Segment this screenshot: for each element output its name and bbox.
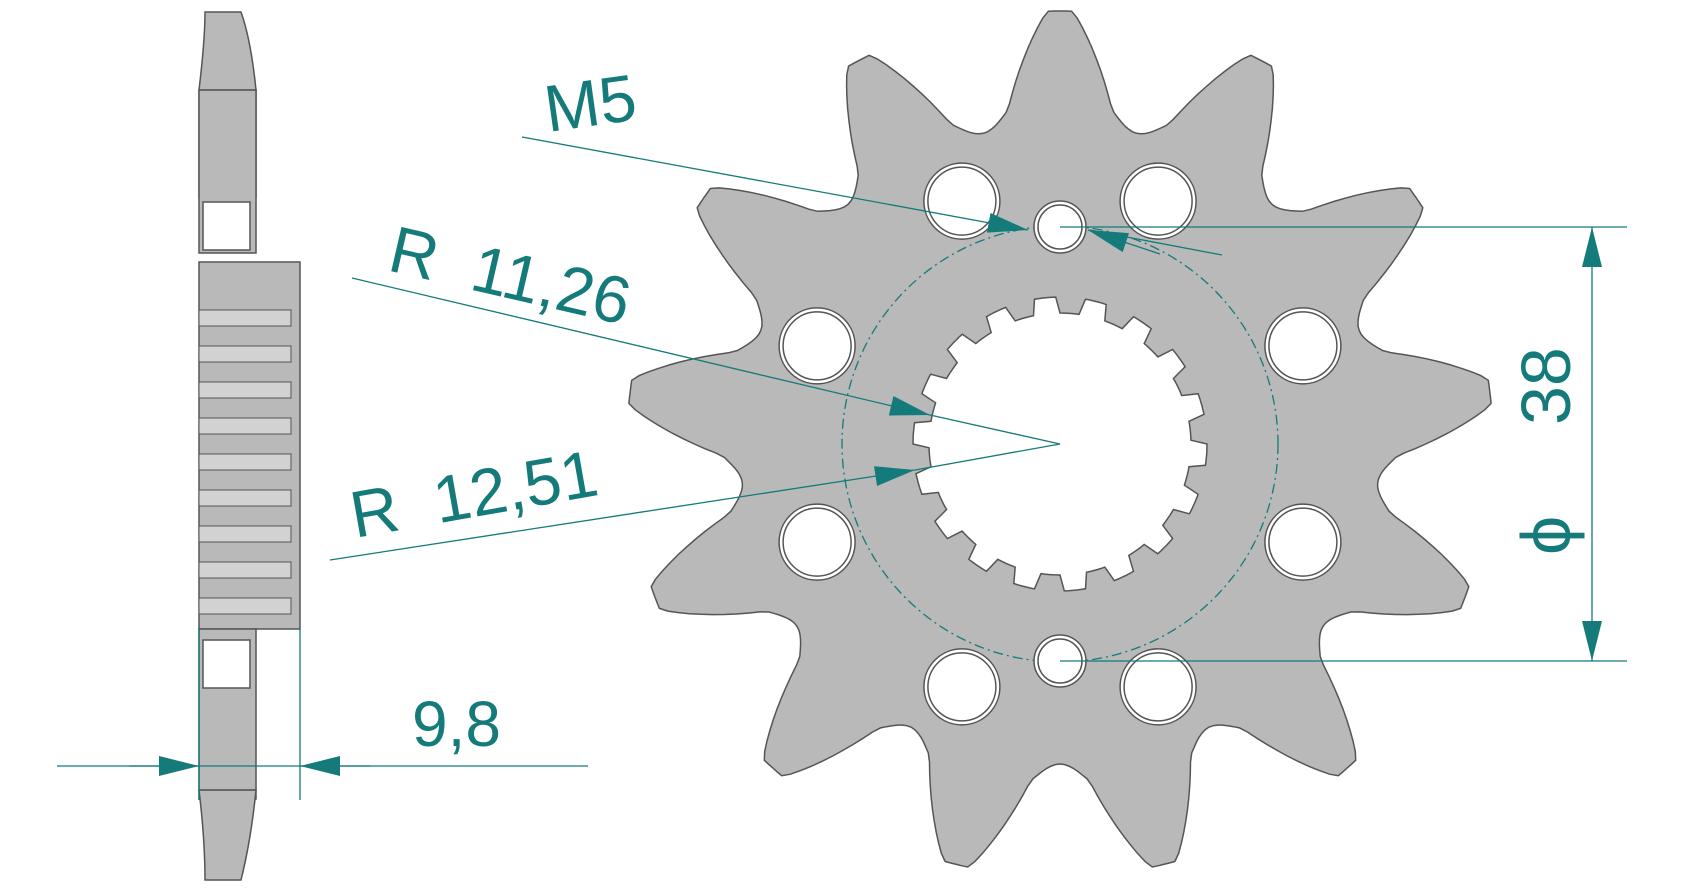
- spline-rib: [198, 345, 292, 363]
- m5-leader-line: [521, 136, 1029, 233]
- radius-outer-label: R 12,51: [345, 436, 604, 552]
- mounting-hole-inner-2: [782, 311, 852, 381]
- thread-label: M5: [540, 60, 641, 146]
- mounting-hole-inner-1: [782, 507, 852, 577]
- side-hole-lower: [202, 639, 251, 689]
- spline-ribs: [198, 309, 292, 615]
- spline-rib: [198, 381, 292, 399]
- mounting-hole-inner-8: [927, 652, 997, 722]
- thickness-dimension: [57, 629, 588, 800]
- side-tooth-bottom: [198, 789, 257, 881]
- r-outer-leader-line: [329, 466, 916, 561]
- spline-rib: [198, 597, 292, 615]
- mounting-hole-inner-5: [1268, 311, 1338, 381]
- thickness-label: 9,8: [412, 688, 501, 760]
- spline-rib: [198, 525, 292, 543]
- spline-rib: [198, 489, 292, 507]
- m5-leader-back: [1087, 229, 1161, 255]
- diameter-label-group: ϕ 38: [1507, 347, 1585, 555]
- mounting-hole-inner-7: [1123, 652, 1193, 722]
- spline-rib: [198, 561, 292, 579]
- spline-rib: [198, 309, 292, 327]
- sprocket-side-view: [198, 11, 301, 881]
- mounting-hole-inner-6: [1268, 507, 1338, 577]
- mounting-hole-inner-3: [927, 166, 997, 236]
- diameter-value: 38: [1507, 347, 1585, 425]
- mounting-holes: [778, 162, 1342, 726]
- sprocket-front-view: [628, 10, 1492, 868]
- spline-rib: [198, 453, 292, 471]
- r-inner-leader-line: [351, 277, 931, 416]
- side-hole-upper: [202, 201, 251, 251]
- r-outer-center-line: [914, 443, 1061, 471]
- m5-leader: [521, 136, 1223, 256]
- diameter-dimension: [1060, 226, 1627, 662]
- r-outer-leader: [329, 443, 1061, 561]
- sprocket-outline: [628, 10, 1492, 868]
- spline-rib: [198, 417, 292, 435]
- mounting-hole-inner-4: [1123, 166, 1193, 236]
- diameter-symbol: ϕ: [1507, 516, 1585, 555]
- radius-inner-label: R 11,26: [383, 212, 638, 339]
- r-inner-leader: [351, 277, 1061, 445]
- r-inner-center-line: [929, 414, 1061, 445]
